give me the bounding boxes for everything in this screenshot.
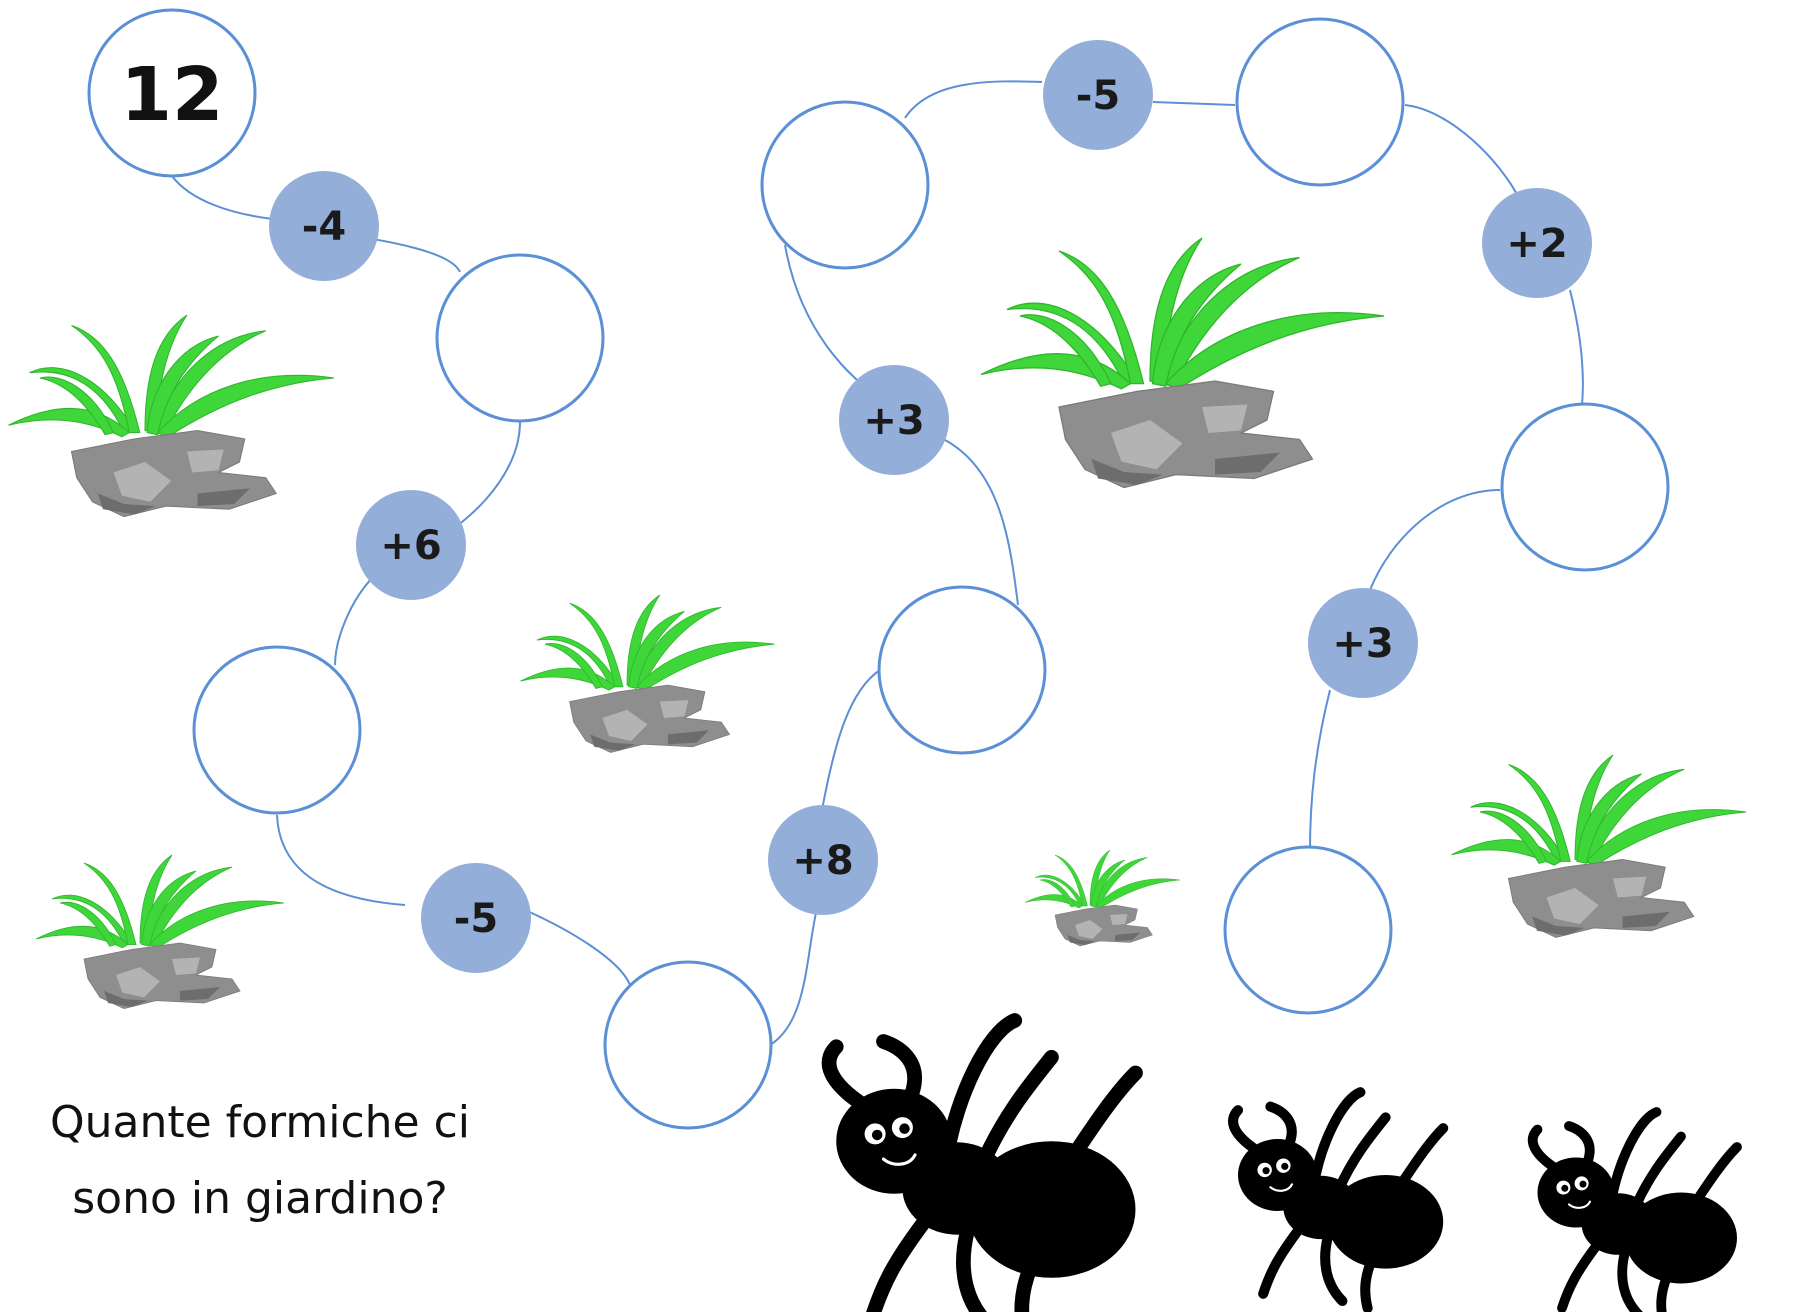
svg-text:+3: +3 <box>1332 621 1393 667</box>
svg-text:-5: -5 <box>454 896 498 942</box>
answer-circle-8[interactable] <box>1225 847 1391 1013</box>
answer-circle-3[interactable] <box>605 962 771 1128</box>
start-value: 12 <box>121 52 224 138</box>
grass-rock-icon <box>36 855 284 1009</box>
answer-circle-7[interactable] <box>1502 404 1668 570</box>
svg-text:-5: -5 <box>1076 73 1120 119</box>
grass-rock-icon <box>9 315 335 517</box>
operation-badge: -5 <box>421 863 531 973</box>
grass-rock-icon <box>1025 850 1180 946</box>
operation-badge: +8 <box>768 805 878 915</box>
operation-badge: -5 <box>1043 40 1153 150</box>
operation-badge: +3 <box>1308 588 1418 698</box>
grass-rock-icon <box>520 595 774 752</box>
start-circle: 12 <box>89 10 255 176</box>
ant-icon <box>1533 1112 1737 1312</box>
operation-badge: -4 <box>269 171 379 281</box>
ant-icon <box>1233 1092 1443 1308</box>
answer-circle-1[interactable] <box>437 255 603 421</box>
svg-text:-4: -4 <box>302 204 346 250</box>
answer-circle-4[interactable] <box>879 587 1045 753</box>
operation-badge: +6 <box>356 490 466 600</box>
answer-circle-2[interactable] <box>194 647 360 813</box>
svg-text:+3: +3 <box>863 398 924 444</box>
svg-text:+2: +2 <box>1506 221 1567 267</box>
operation-badge: +3 <box>839 365 949 475</box>
answer-circle-5[interactable] <box>762 102 928 268</box>
grass-rock-icon <box>1452 755 1747 937</box>
operation-badge: +2 <box>1482 188 1592 298</box>
answer-circle-6[interactable] <box>1237 19 1403 185</box>
svg-text:+6: +6 <box>380 523 441 569</box>
svg-text:+8: +8 <box>792 838 853 884</box>
grass-rock-icon <box>981 238 1384 488</box>
ant-icon <box>829 1021 1135 1312</box>
question-text: Quante formiche ci sono in giardino? <box>20 1085 500 1237</box>
